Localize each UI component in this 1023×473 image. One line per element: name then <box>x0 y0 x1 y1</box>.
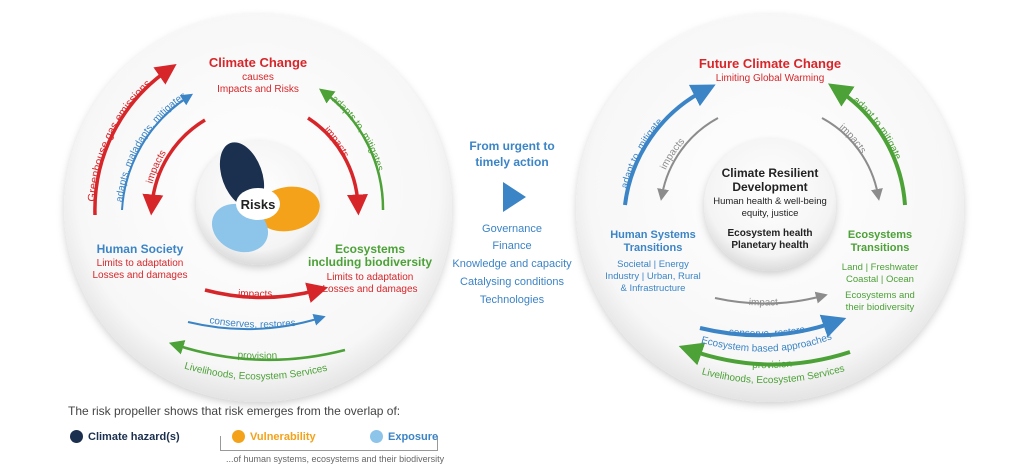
eco-t-sub-1: Land | Freshwater <box>842 262 918 273</box>
adapt-right-arrow <box>827 83 907 206</box>
risks-label: Risks <box>241 197 276 212</box>
middle-panel: From urgent to timely action Governance … <box>452 139 572 306</box>
eco-t-sub-3: Ecosystems and <box>845 290 915 301</box>
hs-sub-2: Industry | Urban, Rural <box>605 271 700 282</box>
climate-change-title: Climate Change <box>209 55 307 70</box>
conserves-arrow <box>187 314 326 331</box>
risk-center <box>236 188 280 220</box>
hs-title-1: Human Systems <box>610 229 696 241</box>
ecosystems-title: Ecosystems <box>335 242 405 256</box>
crd-line-1: Human health & well-being <box>713 196 827 207</box>
impacts-risks-label: Impacts and Risks <box>217 84 299 95</box>
crd-line-4: Planetary health <box>731 240 808 251</box>
right-inner-circle <box>704 139 836 271</box>
legend-exposure-label: Exposure <box>388 430 439 443</box>
hs-sub-3: & Infrastructure <box>621 283 686 294</box>
impact-bottom-label: impact <box>748 297 778 309</box>
provision-label: provision <box>237 350 277 362</box>
eco-losses-label: Losses and damages <box>322 284 417 295</box>
biodiversity-title: including biodiversity <box>308 255 432 269</box>
legend-bracket <box>220 436 438 451</box>
legend-exposure: Exposure <box>370 430 438 443</box>
right-disc: adapt to, mitigate impacts adapt to miti… <box>576 14 964 402</box>
ghg-arrow <box>93 64 177 216</box>
middle-item: Governance <box>482 223 542 235</box>
middle-item: Knowledge and capacity <box>452 258 572 270</box>
eco-t-title-2: Transitions <box>851 242 910 254</box>
legend: The risk propeller shows that risk emerg… <box>68 404 588 470</box>
crd-title-1: Climate Resilient <box>722 166 819 180</box>
left-disc: Risks Greenhouse gas emissions adapts, m… <box>64 14 452 402</box>
legend-vulnerability-label: Vulnerability <box>250 430 316 443</box>
middle-item: Catalysing conditions <box>460 276 564 288</box>
legend-vulnerability: Vulnerability <box>232 430 316 443</box>
crd-line-3: Ecosystem health <box>727 228 812 239</box>
provision-right-label: provision <box>752 359 792 371</box>
eco-t-title-1: Ecosystems <box>848 229 912 241</box>
crd-title-2: Development <box>732 180 807 194</box>
vulnerability-dot-icon <box>232 430 245 443</box>
hs-sub-1: Societal | Energy <box>617 259 689 270</box>
risk-propeller: Risks <box>211 142 320 253</box>
timely-title: timely action <box>475 155 548 169</box>
limiting-warming-label: Limiting Global Warming <box>716 73 825 84</box>
exposure-dot-icon <box>370 430 383 443</box>
impacts-bottom-arrow <box>204 282 329 303</box>
impacts-bottom-label: impacts <box>238 288 273 300</box>
causes-label: causes <box>242 72 274 83</box>
legend-hazard: Climate hazard(s) <box>70 430 180 443</box>
impacts-right-grey-arrow <box>821 117 883 201</box>
crd-line-2: equity, justice <box>742 208 799 219</box>
middle-item: Technologies <box>480 294 545 306</box>
eco-t-sub-4: their biodiversity <box>846 302 915 313</box>
adapt-left-arrow <box>623 84 716 206</box>
impacts-right-arrow <box>307 116 368 216</box>
eco-limits-label: Limits to adaptation <box>327 272 414 283</box>
human-limits-label: Limits to adaptation <box>97 258 184 269</box>
urgent-title: From urgent to <box>469 139 554 153</box>
provision-right-arrow <box>678 342 851 367</box>
eco-t-sub-2: Coastal | Ocean <box>846 274 914 285</box>
middle-item: Finance <box>492 240 531 252</box>
impact-bottom-arrow <box>714 291 828 305</box>
legend-hazard-label: Climate hazard(s) <box>88 430 180 443</box>
provision-arrow <box>168 340 346 362</box>
legend-note: ...of human systems, ecosystems and thei… <box>226 454 445 464</box>
legend-intro: The risk propeller shows that risk emerg… <box>68 404 401 418</box>
impacts-left-grey-arrow <box>657 117 719 201</box>
play-arrow-icon <box>503 182 526 212</box>
adapts-left-arrow <box>121 93 194 211</box>
hs-title-2: Transitions <box>624 242 683 254</box>
hazard-dot-icon <box>70 430 83 443</box>
human-losses-label: Losses and damages <box>92 270 187 281</box>
adapts-right-arrow <box>319 88 385 211</box>
impacts-left-arrow <box>142 118 206 216</box>
human-society-title: Human Society <box>97 242 184 256</box>
conserve-arrow <box>699 314 847 338</box>
future-climate-title: Future Climate Change <box>699 56 841 71</box>
